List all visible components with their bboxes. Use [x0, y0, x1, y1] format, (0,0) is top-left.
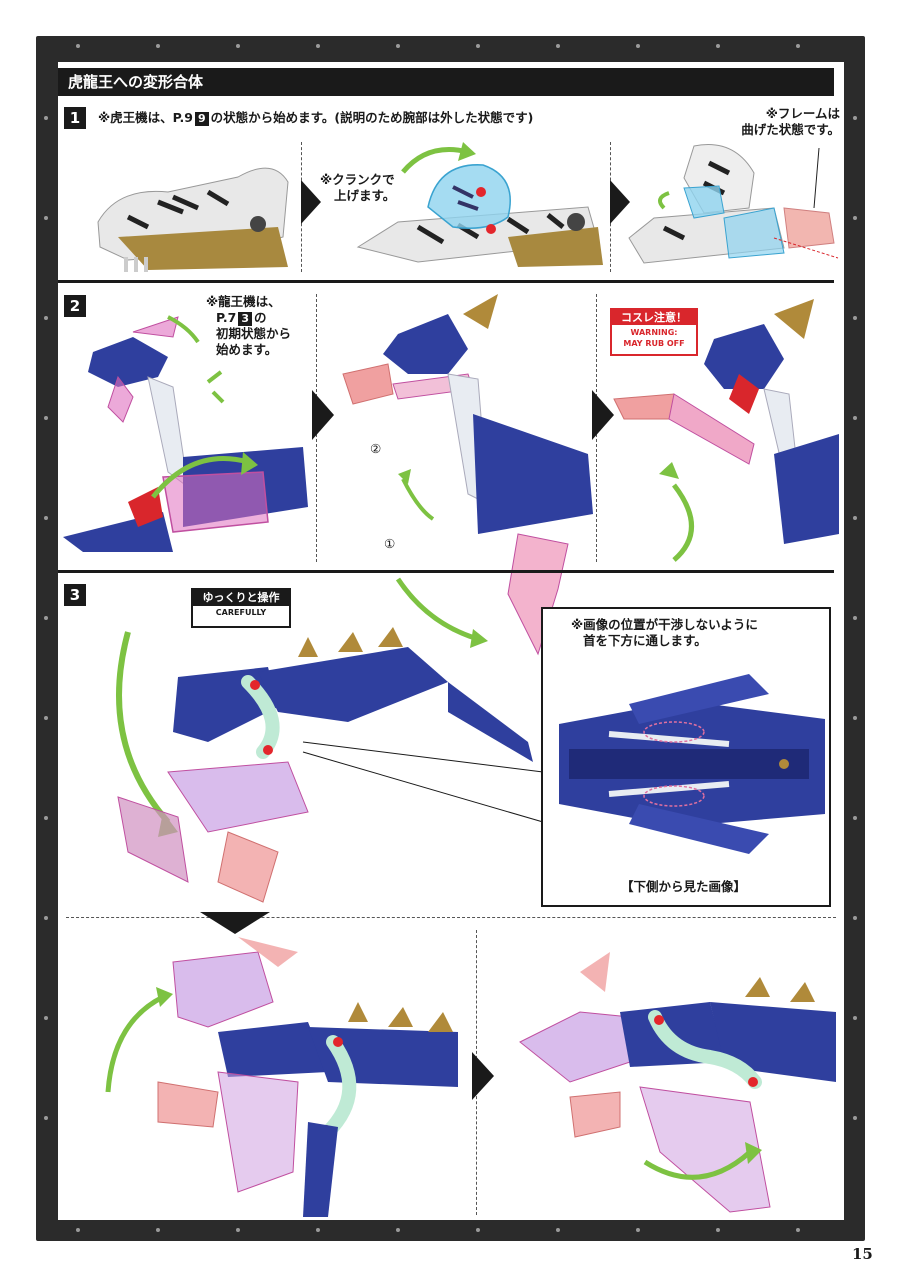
rivet	[44, 116, 48, 120]
frame-note-line1: ※フレームは	[765, 106, 840, 121]
section-divider	[58, 280, 834, 283]
warning-en-line2: MAY RUB OFF	[623, 339, 685, 348]
rivet	[853, 316, 857, 320]
warning-en-line1: WARNING:	[630, 328, 678, 337]
rivet	[853, 916, 857, 920]
down-arrow-icon	[200, 912, 270, 934]
dragon-machine-image-2	[342, 294, 593, 656]
rivet	[316, 44, 320, 48]
rivet	[853, 116, 857, 120]
page-number: 15	[852, 1245, 873, 1263]
rivet	[44, 216, 48, 220]
careful-en: CAREFULLY	[215, 608, 267, 617]
rivet	[44, 516, 48, 520]
tiger-machine-image-3	[628, 144, 839, 264]
rivet	[44, 616, 48, 620]
step2-note-line4: 始めます。	[216, 342, 278, 357]
rivet	[853, 416, 857, 420]
step3-divider	[66, 917, 836, 918]
tiger-machine-image-1	[97, 167, 289, 272]
rivet	[316, 1228, 320, 1232]
rivet	[236, 1228, 240, 1232]
rivet	[44, 716, 48, 720]
step-number-1: 1	[64, 107, 86, 129]
step1-note-suffix: の状態から始めます。(説明のため腕部は外した状態です)	[210, 110, 534, 125]
step-number-3: 3	[64, 584, 86, 606]
rivet	[853, 1116, 857, 1120]
next-arrow-icon	[472, 1052, 494, 1100]
rivet	[44, 1016, 48, 1020]
rivet	[44, 316, 48, 320]
frame-note: ※フレームは 曲げた状態です。	[710, 106, 840, 138]
frame-note-line2: 曲げた状態です。	[741, 122, 840, 137]
rivet	[76, 44, 80, 48]
dragon-machine-image-1	[63, 315, 308, 552]
crank-note: ※クランクで 上げます。	[320, 172, 395, 204]
crank-note-line1: ※クランクで	[320, 172, 395, 187]
step2-note-line1: ※龍王機は、	[206, 294, 281, 309]
step2-note-line3: 初期状態から	[216, 326, 292, 341]
rivet	[76, 1228, 80, 1232]
section-divider	[58, 570, 834, 573]
rivet	[853, 616, 857, 620]
careful-badge: ゆっくりと操作 CAREFULLY	[191, 588, 291, 628]
rivet	[44, 1116, 48, 1120]
step-number-2: 2	[64, 295, 86, 317]
page-title: 虎龍王への変形合体	[58, 68, 834, 96]
rivet	[44, 916, 48, 920]
rivet	[236, 44, 240, 48]
rivet	[716, 1228, 720, 1232]
dragon-neck-image-3	[519, 952, 836, 1213]
rivet	[556, 44, 560, 48]
rivet	[796, 44, 800, 48]
rivet	[396, 1228, 400, 1232]
rivet	[853, 216, 857, 220]
rivet	[156, 44, 160, 48]
next-arrow-icon	[301, 180, 321, 224]
rub-off-warning: コスレ注意！ WARNING: MAY RUB OFF	[610, 308, 698, 356]
inset-caption: 【下側から見た画像】	[621, 879, 747, 894]
inset-note: ※画像の位置が干渉しないように 首を下方に通します。	[571, 617, 758, 649]
rivet	[396, 44, 400, 48]
dragon-neck-image-2	[105, 937, 458, 1217]
rivet	[853, 816, 857, 820]
rivet	[853, 716, 857, 720]
rivet	[476, 44, 480, 48]
rivet	[44, 816, 48, 820]
rivet	[156, 1228, 160, 1232]
next-arrow-icon	[592, 390, 614, 440]
rivet	[476, 1228, 480, 1232]
dragon-neck-image	[116, 627, 544, 903]
rivet	[796, 1228, 800, 1232]
inset-note-line2: 首を下方に通します。	[583, 633, 707, 648]
crank-note-line2: 上げます。	[334, 188, 396, 203]
inset-note-line1: ※画像の位置が干渉しないように	[571, 617, 758, 632]
step2-note-line2-prefix: P.7	[216, 310, 237, 325]
rivet	[44, 416, 48, 420]
page-ref-badge: 3	[238, 312, 252, 326]
dragon-machine-image-3	[613, 299, 839, 562]
rivet	[716, 44, 720, 48]
underside-view-image	[559, 674, 825, 854]
rivet	[636, 44, 640, 48]
careful-jp: ゆっくりと操作	[193, 590, 289, 606]
rivet	[556, 1228, 560, 1232]
rotation-label-1: ①	[384, 536, 396, 551]
page-ref-badge: 9	[194, 112, 209, 126]
next-arrow-icon	[610, 180, 630, 224]
step1-note-prefix: ※虎王機は、P.9	[98, 110, 193, 125]
tiger-machine-image-2	[356, 142, 603, 267]
step2-note-line2-suffix: の	[253, 310, 267, 325]
rivet	[853, 516, 857, 520]
underside-inset: ※画像の位置が干渉しないように 首を下方に通します。 【下側から見た画像】	[541, 607, 831, 907]
rivet	[853, 1016, 857, 1020]
rotation-label-2: ②	[370, 441, 382, 456]
warning-jp: コスレ注意！	[612, 310, 696, 325]
rivet	[636, 1228, 640, 1232]
next-arrow-icon	[312, 390, 334, 440]
